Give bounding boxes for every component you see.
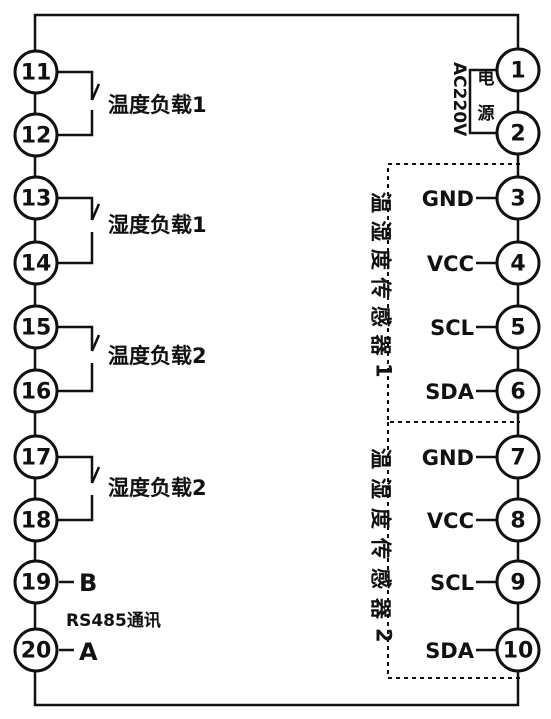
relay-label-3: 温度负载2	[108, 344, 207, 368]
left-terminal-16: 16	[13, 368, 59, 414]
terminal-number: 11	[21, 61, 52, 86]
terminal-circle	[13, 434, 59, 480]
terminal-number: 7	[510, 446, 525, 471]
terminal-circle	[495, 110, 541, 156]
terminal-circle	[13, 559, 59, 605]
right-terminal-2: 2	[495, 110, 541, 156]
terminal-number: 20	[21, 639, 52, 664]
relay-label-4: 湿度负载2	[108, 476, 207, 500]
relay-label-2: 湿度负载1	[108, 213, 207, 237]
terminal-number: 5	[510, 316, 525, 341]
rs485-caption: RS485通讯	[66, 611, 161, 631]
terminal-number: 16	[21, 380, 52, 405]
terminal-circle	[495, 47, 541, 93]
right-terminal-9: 9	[495, 559, 541, 605]
sensor1-signal-sda: SDA	[425, 380, 475, 404]
sensor1-signal-vcc: VCC	[427, 252, 474, 276]
terminal-circle	[13, 497, 59, 543]
left-terminal-20: 20	[13, 627, 59, 673]
terminal-number: 12	[21, 124, 52, 149]
right-terminal-7: 7	[495, 434, 541, 480]
left-terminal-15: 15	[13, 304, 59, 350]
rs485-a-label: A	[79, 638, 98, 666]
right-terminal-4: 4	[495, 240, 541, 286]
sensor2-signal-gnd: GND	[422, 446, 474, 470]
left-terminal-column: 11 12 13 14 15 16 17 18 19 20	[13, 49, 59, 673]
terminal-number: 8	[510, 509, 525, 534]
terminal-number: 1	[510, 59, 525, 84]
terminal-number: 19	[21, 571, 52, 596]
terminal-circle	[13, 627, 59, 673]
rs485-b-label: B	[79, 569, 97, 597]
terminal-circle	[13, 240, 59, 286]
left-terminal-17: 17	[13, 434, 59, 480]
terminal-number: 17	[21, 446, 52, 471]
terminal-number: 4	[510, 252, 525, 277]
right-terminal-10: 10	[495, 627, 541, 673]
right-terminal-5: 5	[495, 304, 541, 350]
relay-labels: 温度负载1 湿度负载1 温度负载2 湿度负载2	[108, 93, 207, 500]
terminal-number: 2	[510, 122, 525, 147]
housing-outline	[33, 13, 520, 707]
terminal-number: 9	[510, 571, 525, 596]
terminal-number: 15	[21, 316, 52, 341]
relay-label-1: 温度负载1	[108, 93, 207, 117]
terminal-number: 14	[21, 252, 52, 277]
right-terminal-column: 1 2 3 4 5 6 7 8 9 10	[495, 47, 541, 673]
terminal-number: 6	[510, 380, 525, 405]
sensor1-signal-scl: SCL	[430, 316, 474, 340]
terminal-circle	[13, 175, 59, 221]
relay-contacts	[57, 70, 101, 522]
terminal-number: 10	[503, 639, 534, 664]
sensor-signal-labels: GND VCC SCL SDA GND VCC SCL SDA	[422, 187, 497, 663]
terminal-circle	[13, 112, 59, 158]
terminal-number: 13	[21, 187, 52, 212]
sensor2-signal-sda: SDA	[425, 639, 475, 663]
sensor-enclosures	[387, 163, 520, 679]
left-terminal-12: 12	[13, 112, 59, 158]
terminal-number: 18	[21, 509, 52, 534]
power-char-1: 电	[478, 68, 495, 89]
power-voltage-label: AC220V	[449, 62, 469, 137]
right-terminal-1: 1	[495, 47, 541, 93]
right-terminal-6: 6	[495, 368, 541, 414]
sensor2-signal-vcc: VCC	[427, 509, 474, 533]
right-terminal-8: 8	[495, 497, 541, 543]
left-terminal-11: 11	[13, 49, 59, 95]
sensor1-signal-gnd: GND	[422, 187, 474, 211]
sensor2-signal-scl: SCL	[430, 571, 474, 595]
left-terminal-18: 18	[13, 497, 59, 543]
power-bracket	[468, 68, 497, 135]
right-terminal-3: 3	[495, 175, 541, 221]
left-terminal-14: 14	[13, 240, 59, 286]
left-terminal-13: 13	[13, 175, 59, 221]
power-char-2: 源	[478, 103, 495, 124]
terminal-circle	[13, 49, 59, 95]
terminal-number: 3	[510, 187, 525, 212]
terminal-circle	[13, 304, 59, 350]
terminal-circle	[13, 368, 59, 414]
left-terminal-19: 19	[13, 559, 59, 605]
